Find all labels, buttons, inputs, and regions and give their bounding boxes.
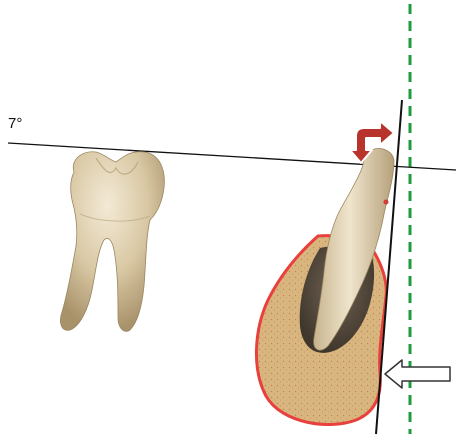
angle-label: 7° xyxy=(8,116,22,131)
contact-point-marker xyxy=(384,200,389,205)
molar-tooth xyxy=(60,152,164,332)
left-arrow-icon xyxy=(385,360,450,388)
